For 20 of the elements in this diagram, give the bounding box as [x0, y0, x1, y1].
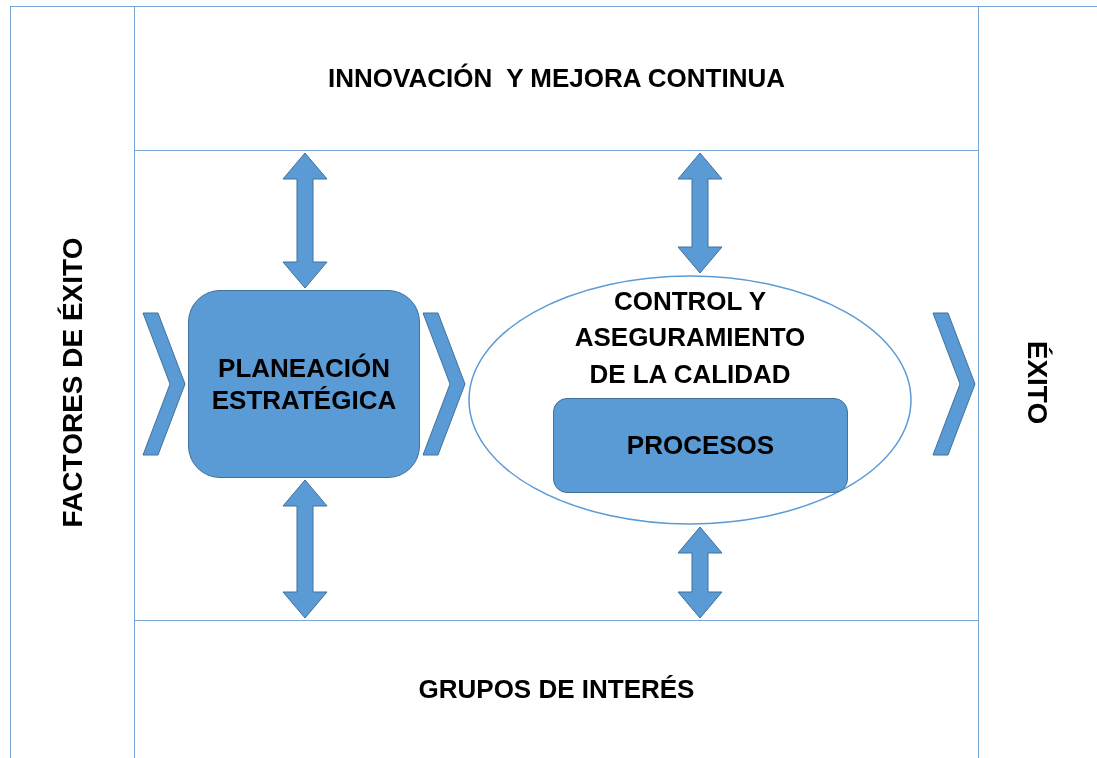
node-label: PLANEACIÓN ESTRATÉGICA	[210, 351, 398, 417]
node-label: FACTORES DE ÉXITO	[56, 237, 89, 528]
node-label: INNOVACIÓN Y MEJORA CONTINUA	[328, 62, 785, 95]
double-arrow	[282, 479, 328, 619]
side-column	[978, 6, 1097, 758]
node-label: PROCESOS	[626, 429, 775, 462]
ellipse-shape	[468, 275, 912, 525]
chevron-arrow	[142, 312, 186, 456]
process-box	[553, 398, 848, 493]
node-label: ÉXITO	[1021, 340, 1055, 425]
node-label: GRUPOS DE INTERÉS	[418, 673, 695, 706]
chevron-arrow	[422, 312, 466, 456]
double-arrow	[677, 152, 723, 274]
top-band	[135, 6, 978, 151]
side-column	[10, 6, 135, 758]
process-box	[188, 290, 420, 478]
chevron-arrow	[932, 312, 976, 456]
double-arrow	[677, 526, 723, 619]
node-label: CONTROL Y ASEGURAMIENTO DE LA CALIDAD	[573, 285, 807, 391]
double-arrow	[282, 152, 328, 289]
